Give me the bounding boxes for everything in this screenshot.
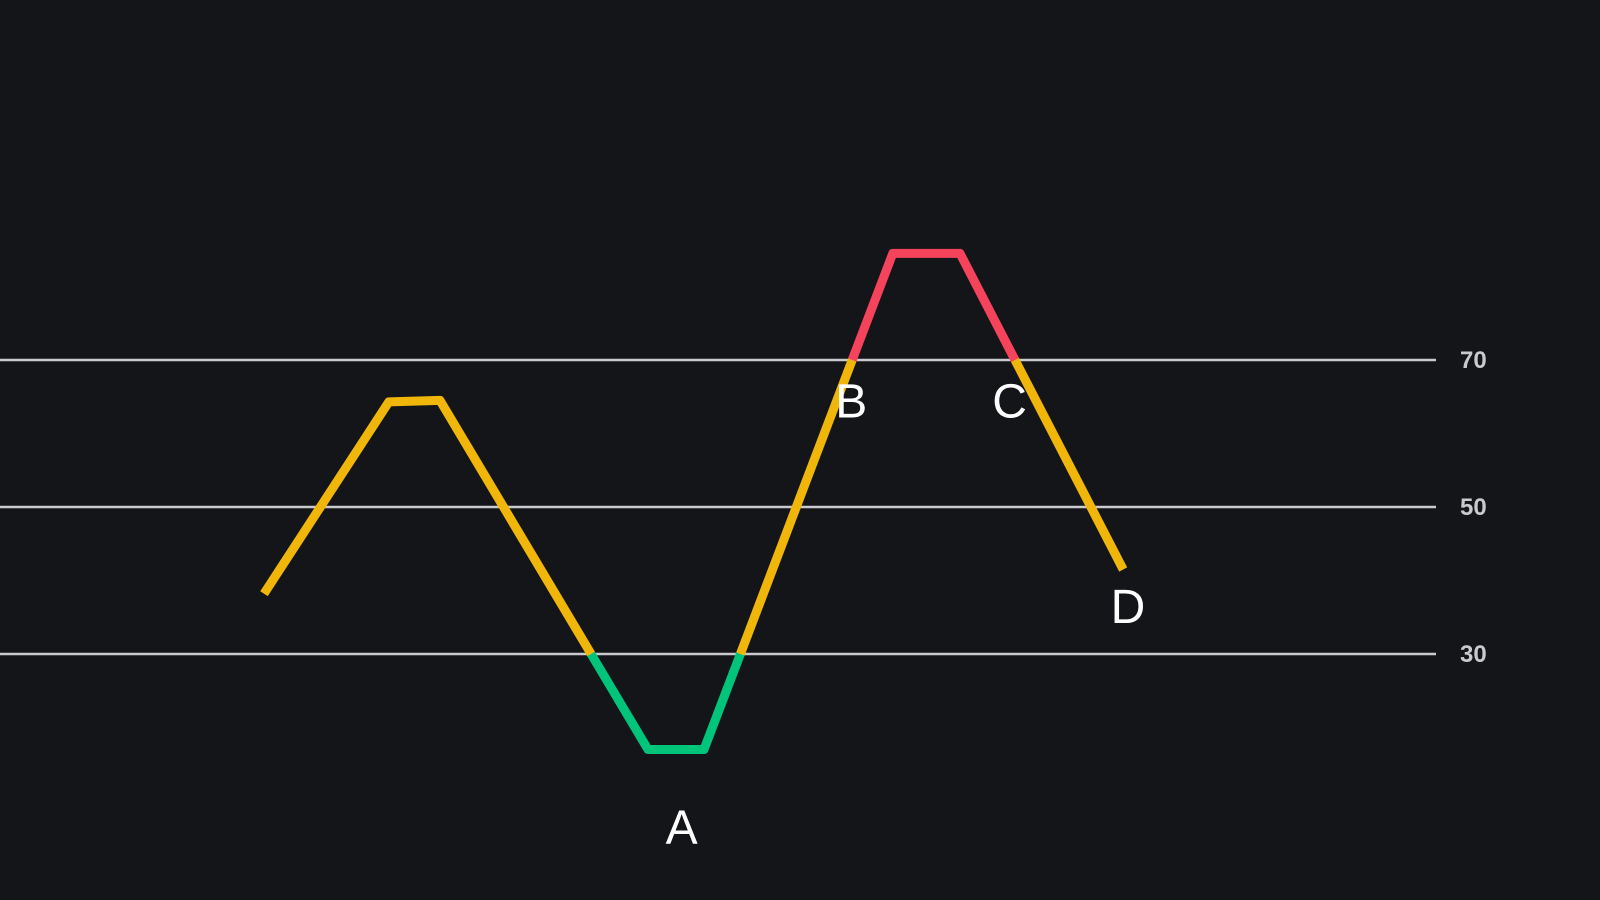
- point-label-d: D: [1111, 581, 1146, 634]
- point-label-a: A: [666, 802, 698, 855]
- point-label-b: B: [835, 375, 867, 428]
- rsi-segment-oversold-1: [587, 651, 745, 754]
- rsi-segment-neutral-2: [736, 358, 857, 656]
- point-label-c: C: [992, 375, 1027, 428]
- level-label-50: 50: [1460, 494, 1487, 521]
- rsi-segment-overbought-3: [847, 248, 1019, 363]
- point-labels: A B C D: [666, 375, 1146, 854]
- level-label-30: 30: [1460, 641, 1487, 668]
- level-label-70: 70: [1460, 347, 1487, 374]
- level-lines: 70 50 30: [0, 347, 1487, 668]
- rsi-segment-neutral-4: [1011, 357, 1128, 572]
- rsi-segment-neutral-0: [260, 395, 595, 657]
- rsi-line: [260, 248, 1128, 754]
